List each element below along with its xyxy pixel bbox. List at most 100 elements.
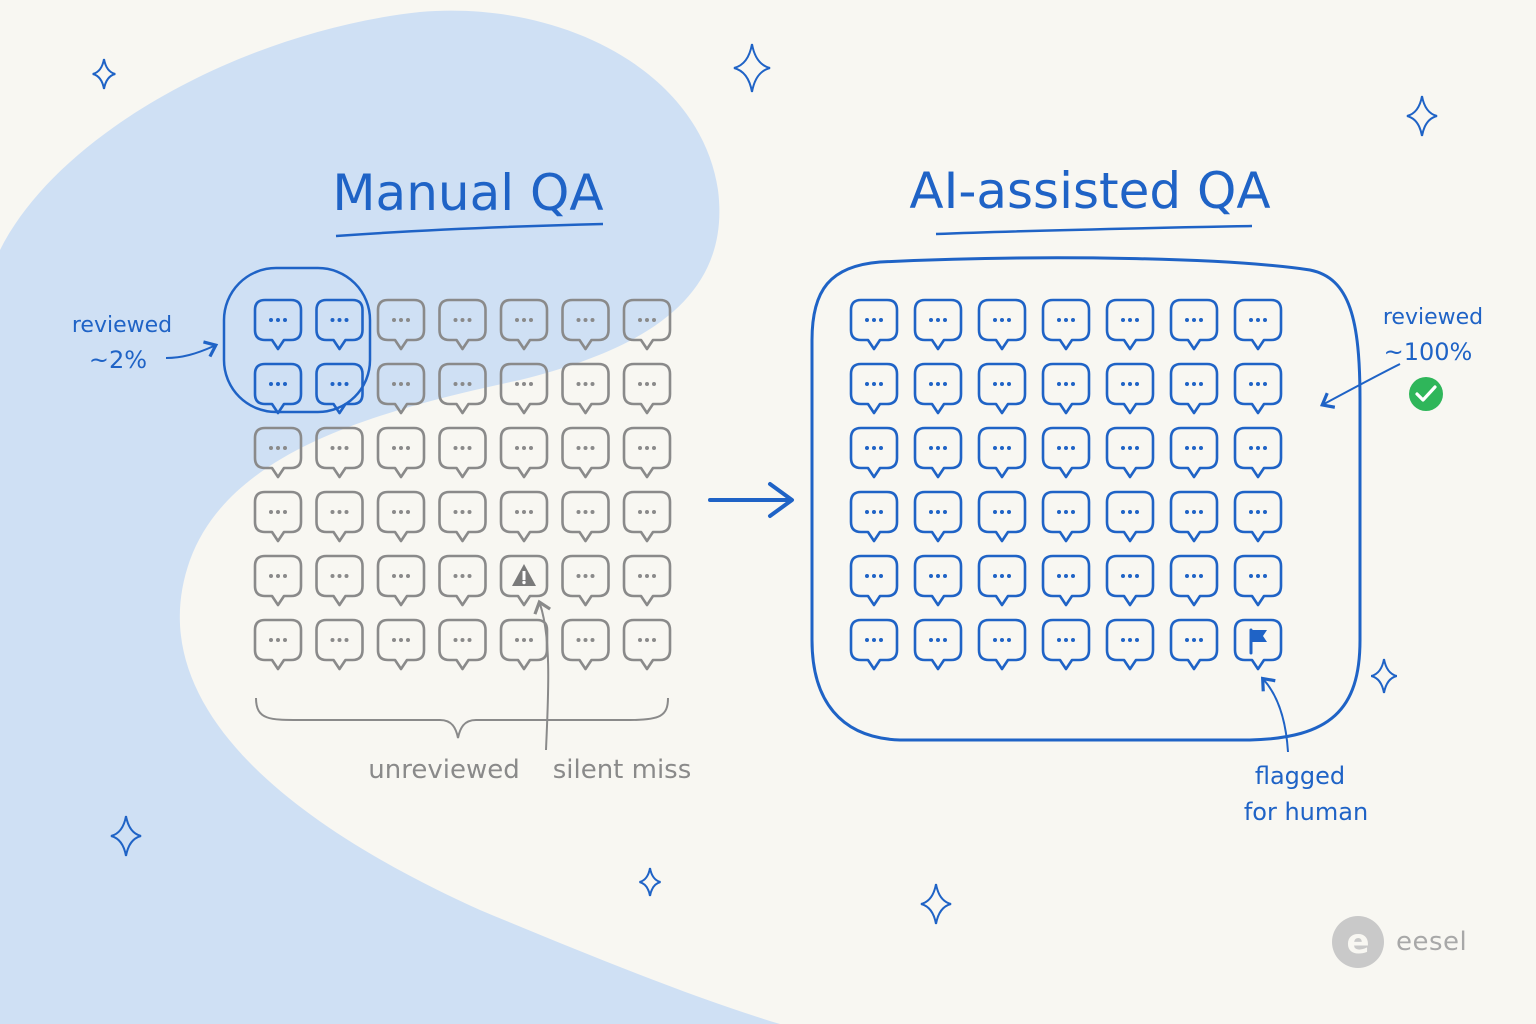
chat-bubble-icon — [561, 298, 610, 351]
manual-reviewed-percent: ~2% — [89, 346, 147, 374]
chat-bubble-icon — [499, 298, 549, 351]
chat-bubble-icon — [1169, 554, 1219, 607]
chat-bubble-icon — [499, 490, 549, 543]
chat-bubble-icon — [977, 618, 1027, 671]
eesel-logo-text: eesel — [1396, 927, 1468, 957]
chat-bubble-icon — [977, 490, 1027, 543]
flagged-arrow — [1260, 676, 1289, 753]
ai-reviewed-label: reviewed — [1383, 305, 1483, 330]
chat-bubble-icon — [438, 362, 487, 415]
sparkle-icon — [733, 43, 771, 93]
sparkle-decorations — [92, 43, 1438, 925]
chat-bubble-icon — [561, 490, 610, 543]
chat-bubble-icon — [1105, 362, 1155, 415]
manual-reviewed-arrow — [165, 340, 219, 359]
chat-bubble-icon — [622, 362, 672, 415]
chat-bubble-icon — [913, 426, 963, 479]
chat-bubble-icon — [1169, 490, 1219, 543]
chat-bubble-icon — [376, 426, 426, 479]
chat-bubble-icon — [1105, 490, 1155, 543]
chat-bubble-icon — [977, 426, 1027, 479]
chat-bubble-icon — [1233, 362, 1283, 415]
ai-reviewed-arrow — [1319, 363, 1401, 409]
chat-bubble-icon — [622, 490, 672, 543]
chat-bubble-icon — [1041, 490, 1091, 543]
ai-conversation-grid — [849, 298, 1283, 671]
ai-reviewed-percent: ~100% — [1384, 338, 1473, 366]
chat-bubble-icon — [376, 618, 426, 671]
ai-reviewed-outline — [810, 256, 1362, 742]
chat-bubble-icon — [1041, 362, 1091, 415]
sparkle-icon — [1406, 95, 1438, 137]
eesel-logo: e eesel — [1332, 916, 1467, 968]
flagged-label: flagged — [1255, 762, 1345, 790]
reviewed-chat-bubble-icon — [315, 298, 364, 351]
chat-bubble-icon — [499, 426, 549, 479]
chat-bubble-icon — [315, 426, 364, 479]
reviewed-chat-bubble-icon — [253, 298, 303, 351]
chat-bubble-icon — [499, 618, 549, 671]
chat-bubble-icon — [499, 362, 549, 415]
check-circle-icon — [1409, 377, 1443, 411]
chat-bubble-icon — [1041, 298, 1091, 351]
chat-bubble-icon — [849, 362, 899, 415]
chat-bubble-icon — [1169, 362, 1219, 415]
chat-bubble-icon — [376, 554, 426, 607]
chat-bubble-icon — [438, 490, 487, 543]
chat-bubble-icon — [1105, 618, 1155, 671]
manual-conversation-grid — [253, 298, 672, 671]
manual-qa-title: Manual QA — [332, 164, 603, 222]
chat-bubble-icon — [849, 426, 899, 479]
chat-bubble-icon — [1105, 426, 1155, 479]
silent-miss-arrow — [533, 599, 551, 751]
chat-bubble-icon — [253, 426, 303, 479]
chat-bubble-icon — [849, 490, 899, 543]
manual-reviewed-label: reviewed — [72, 313, 172, 338]
flagged-bubble — [1233, 618, 1283, 671]
unreviewed-brace — [255, 697, 669, 739]
silent-miss-bubble — [499, 554, 549, 607]
chat-bubble-icon — [1233, 554, 1283, 607]
chat-bubble-icon — [1169, 426, 1219, 479]
chat-bubble-icon — [849, 298, 899, 351]
chat-bubble-icon — [315, 490, 364, 543]
unreviewed-label: unreviewed — [368, 755, 519, 785]
flagged-for-human-label: for human — [1244, 798, 1368, 826]
ai-title-underline — [935, 224, 1253, 236]
sparkle-icon — [110, 815, 142, 857]
chat-bubble-icon — [1169, 618, 1219, 671]
chat-bubble-icon — [376, 490, 426, 543]
chat-bubble-icon — [977, 554, 1027, 607]
chat-bubble-icon — [913, 490, 963, 543]
chat-bubble-icon — [561, 426, 610, 479]
chat-bubble-icon — [977, 298, 1027, 351]
flag-icon — [1249, 628, 1267, 655]
sparkle-icon — [920, 883, 952, 925]
chat-bubble-icon — [1233, 490, 1283, 543]
chat-bubble-icon — [1041, 426, 1091, 479]
chat-bubble-icon — [315, 618, 364, 671]
chat-bubble-icon — [849, 554, 899, 607]
warning-triangle-icon — [512, 564, 536, 586]
chat-bubble-icon — [253, 490, 303, 543]
eesel-logo-mark: e — [1332, 916, 1384, 968]
sparkle-icon — [92, 58, 116, 90]
silent-miss-label: silent miss — [553, 755, 692, 785]
chat-bubble-icon — [438, 426, 487, 479]
chat-bubble-icon — [1233, 426, 1283, 479]
chat-bubble-icon — [253, 554, 303, 607]
chat-bubble-icon — [315, 554, 364, 607]
chat-bubble-icon — [622, 618, 672, 671]
chat-bubble-icon — [1041, 554, 1091, 607]
chat-bubble-icon — [913, 298, 963, 351]
chat-bubble-icon — [913, 362, 963, 415]
chat-bubble-icon — [438, 554, 487, 607]
sparkle-icon — [639, 867, 661, 897]
chat-bubble-icon — [1041, 618, 1091, 671]
sparkle-icon — [1370, 658, 1398, 694]
chat-bubble-icon — [622, 298, 672, 351]
chat-bubble-icon — [1105, 298, 1155, 351]
chat-bubble-icon — [438, 618, 487, 671]
chat-bubble-icon — [1169, 298, 1219, 351]
